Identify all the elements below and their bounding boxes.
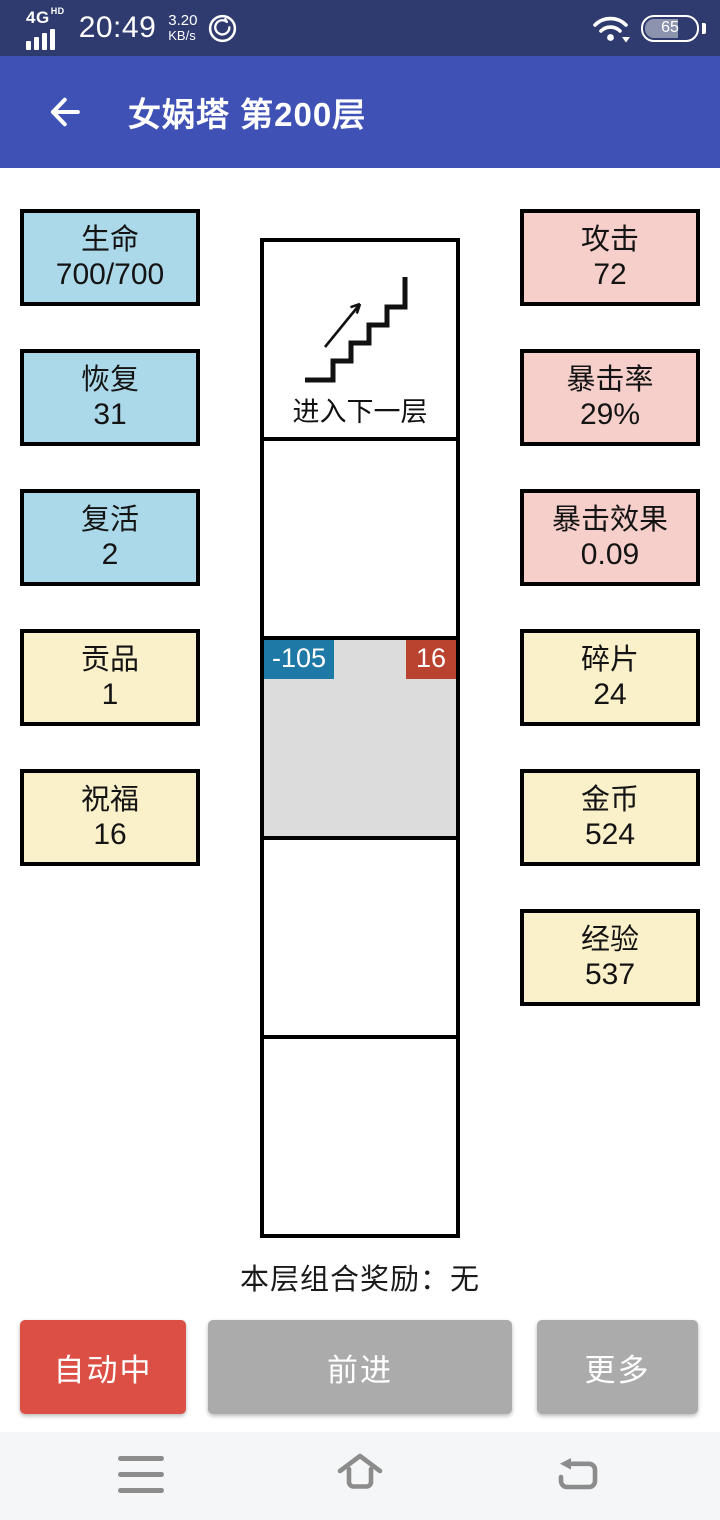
combo-reward-label: 本层组合奖励：无 xyxy=(239,1264,480,1296)
battery-indicator: 65 xyxy=(641,14,699,42)
battery-fill xyxy=(645,18,679,38)
stat-value: 16 xyxy=(93,817,127,851)
stat-label: 贡品 xyxy=(80,643,139,676)
wifi-icon xyxy=(593,16,630,43)
stat-box-crit-rate: 暴击率 29% xyxy=(520,349,700,446)
stat-label: 经验 xyxy=(580,923,639,956)
stat-box-attack: 攻击 72 xyxy=(520,209,700,306)
net-speed-value: 3.20 xyxy=(168,11,198,29)
app-bar: 女娲塔 第200层 xyxy=(0,56,720,168)
battery-percent: 65 xyxy=(661,19,679,36)
next-floor-label: 进入下一层 xyxy=(292,397,428,428)
hd-badge: HD xyxy=(50,5,65,16)
stat-value: 700/700 xyxy=(55,257,165,291)
network-indicator: 4GHD xyxy=(26,5,65,50)
floor-track: 进入下一层 -105 16 xyxy=(260,238,460,1238)
cell-next-floor[interactable]: 进入下一层 xyxy=(264,242,456,442)
stat-box-exp: 经验 537 xyxy=(520,909,700,1006)
stat-label: 复活 xyxy=(80,503,139,536)
stat-box-revive: 复活 2 xyxy=(20,489,200,586)
back-arrow-icon[interactable] xyxy=(42,91,84,133)
clock: 20:49 xyxy=(78,11,157,44)
count-badge: 16 xyxy=(405,640,456,680)
cell-empty[interactable] xyxy=(264,840,456,1039)
stat-label: 攻击 xyxy=(580,223,639,256)
status-bar: 4GHD 20:49 3.20 KB/s xyxy=(0,0,720,56)
net-speed-unit: KB/s xyxy=(168,28,196,44)
stat-label: 祝福 xyxy=(80,783,139,816)
stat-box-tribute: 贡品 1 xyxy=(20,629,200,726)
auto-button[interactable]: 自动中 xyxy=(20,1320,186,1414)
stat-box-crit-effect: 暴击效果 0.09 xyxy=(520,489,700,586)
stat-value: 1 xyxy=(101,677,119,711)
status-right-cluster: 65 xyxy=(591,12,706,44)
battery-nub xyxy=(702,22,706,34)
stat-box-gold: 金币 524 xyxy=(520,769,700,866)
stairs-icon xyxy=(305,277,408,383)
stat-value: 0.09 xyxy=(580,537,640,571)
status-left-cluster: 4GHD 20:49 3.20 KB/s xyxy=(26,5,238,50)
cell-empty[interactable] xyxy=(264,1039,456,1234)
stat-label: 暴击率 xyxy=(566,363,654,396)
stat-value: 537 xyxy=(584,957,636,991)
back-nav-icon[interactable] xyxy=(556,1458,600,1492)
cell-empty[interactable] xyxy=(264,441,456,641)
stat-value: 524 xyxy=(584,817,636,851)
stat-box-life: 生命 700/700 xyxy=(20,209,200,306)
music-app-icon xyxy=(209,14,237,42)
stat-box-shards: 碎片 24 xyxy=(520,629,700,726)
stat-box-blessing: 祝福 16 xyxy=(20,769,200,866)
damage-badge: -105 xyxy=(264,640,335,680)
stat-label: 恢复 xyxy=(80,363,139,396)
signal-bars-icon xyxy=(26,28,55,50)
stat-value: 29% xyxy=(579,397,641,431)
menu-icon[interactable] xyxy=(118,1456,164,1493)
stat-value: 2 xyxy=(101,537,119,571)
stat-label: 生命 xyxy=(80,223,139,256)
stat-label: 暴击效果 xyxy=(551,503,668,536)
page-title: 女娲塔 第200层 xyxy=(128,96,367,133)
network-type-label: 4GHD xyxy=(26,5,65,27)
stat-value: 31 xyxy=(93,397,127,431)
cell-event[interactable]: -105 16 xyxy=(264,640,456,840)
network-type: 4G xyxy=(26,7,50,27)
more-button[interactable]: 更多 xyxy=(537,1320,698,1414)
stat-label: 金币 xyxy=(580,783,639,816)
stat-value: 24 xyxy=(593,677,627,711)
stat-value: 72 xyxy=(593,257,627,291)
home-icon[interactable] xyxy=(336,1452,384,1494)
network-speed: 3.20 KB/s xyxy=(168,11,198,44)
stat-label: 碎片 xyxy=(580,643,639,676)
forward-button[interactable]: 前进 xyxy=(208,1320,512,1414)
stat-box-recovery: 恢复 31 xyxy=(20,349,200,446)
